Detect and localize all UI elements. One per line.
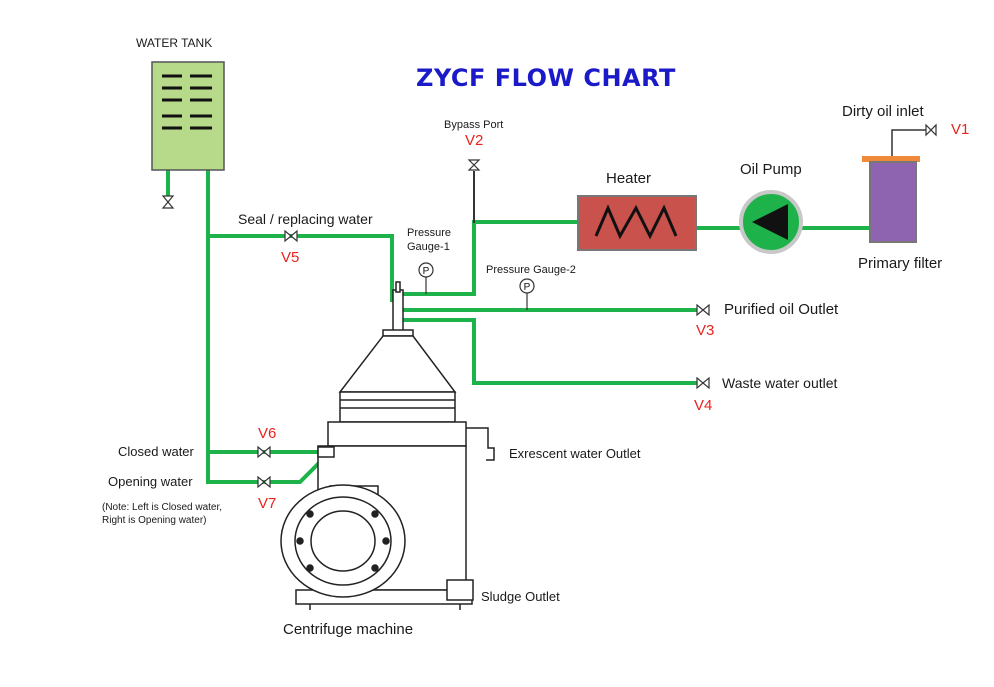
pipe-oil-heater-feed bbox=[402, 220, 580, 296]
pressure-gauge-2-label: Pressure Gauge-2 bbox=[486, 264, 576, 276]
pipe-waste-water bbox=[402, 318, 698, 385]
valve-v4-symbol bbox=[696, 376, 710, 390]
valve-v5-symbol bbox=[284, 229, 298, 243]
valve-v2-label: V2 bbox=[465, 132, 484, 149]
valve-v3-label: V3 bbox=[696, 322, 715, 339]
pipe-seal-water bbox=[206, 234, 400, 302]
primary-filter bbox=[862, 129, 926, 243]
purified-oil-outlet-label: Purified oil Outlet bbox=[724, 301, 839, 318]
pressure-gauge-1-label-line2: Gauge-1 bbox=[407, 241, 450, 253]
valve-v6-label: V6 bbox=[258, 425, 277, 442]
gauge-1-symbol: P bbox=[423, 266, 430, 277]
primary-filter-label: Primary filter bbox=[858, 255, 943, 272]
note-line-1: (Note: Left is Closed water, bbox=[102, 502, 223, 513]
oil-pump-label: Oil Pump bbox=[740, 161, 802, 178]
pressure-gauge-1-label-line1: Pressure bbox=[407, 227, 452, 239]
dirty-oil-inlet-label: Dirty oil inlet bbox=[842, 103, 924, 120]
closed-water-label: Closed water bbox=[118, 444, 194, 459]
valve-v6-symbol bbox=[257, 445, 271, 459]
pressure-gauge-1: P bbox=[418, 262, 434, 294]
heater-label: Heater bbox=[606, 170, 652, 187]
bypass-port-label: Bypass Port bbox=[444, 119, 504, 131]
valve-v5-label: V5 bbox=[281, 249, 300, 266]
note-line-2: Right is Opening water) bbox=[102, 515, 207, 526]
gauge-2-symbol: P bbox=[524, 282, 531, 293]
water-tank bbox=[151, 61, 225, 171]
pipe-network bbox=[166, 170, 870, 484]
oil-pump bbox=[739, 190, 803, 254]
valve-tank-drain-symbol bbox=[161, 195, 175, 209]
exrescent-water-outlet-label: Exrescent water Outlet bbox=[509, 446, 641, 461]
opening-water-label: Opening water bbox=[108, 474, 193, 489]
heater bbox=[577, 195, 697, 251]
centrifuge-label: Centrifuge machine bbox=[283, 621, 414, 638]
valve-v7-symbol bbox=[257, 475, 271, 489]
valve-v2-symbol bbox=[467, 159, 481, 171]
valve-v1-symbol bbox=[925, 123, 937, 137]
centrifuge-machine bbox=[280, 281, 495, 610]
sludge-outlet-label: Sludge Outlet bbox=[481, 589, 560, 604]
valve-v4-label: V4 bbox=[694, 397, 713, 414]
chart-title: ZYCF FLOW CHART bbox=[416, 64, 676, 92]
valve-v3-symbol bbox=[696, 303, 710, 317]
water-tank-label: WATER TANK bbox=[136, 36, 213, 50]
seal-water-label: Seal / replacing water bbox=[238, 211, 373, 227]
valve-v7-label: V7 bbox=[258, 495, 277, 512]
valve-v1-label: V1 bbox=[951, 121, 970, 138]
pressure-gauge-2: P bbox=[519, 278, 535, 310]
waste-water-outlet-label: Waste water outlet bbox=[722, 375, 838, 391]
